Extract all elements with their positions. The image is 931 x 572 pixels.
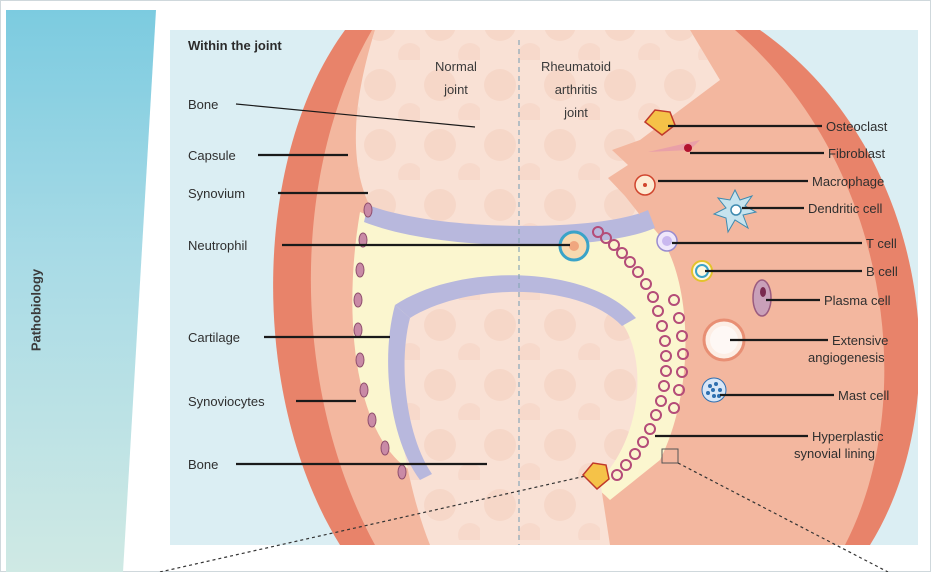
label-synoviocytes: Synoviocytes (188, 394, 265, 409)
label-hyper-line1: Hyperplastic (812, 429, 884, 444)
label-capsule: Capsule (188, 148, 236, 163)
header-ra-line1: Rheumatoid (541, 59, 611, 74)
label-hyper-line2: synovial lining (794, 446, 875, 461)
label-dendritic: Dendritic cell (808, 201, 883, 216)
label-tcell: T cell (866, 236, 897, 251)
header-normal-line2: joint (443, 82, 468, 97)
label-osteoclast: Osteoclast (826, 119, 888, 134)
label-bone-top: Bone (188, 97, 218, 112)
label-fibroblast: Fibroblast (828, 146, 885, 161)
label-mast: Mast cell (838, 388, 889, 403)
label-plasma: Plasma cell (824, 293, 891, 308)
label-bcell: B cell (866, 264, 898, 279)
macrophage-cell (635, 175, 655, 195)
t-cell (657, 231, 677, 251)
label-macrophage: Macrophage (812, 174, 884, 189)
plasma-cell (753, 280, 771, 316)
label-bone-bottom: Bone (188, 457, 218, 472)
header-ra-line3: joint (563, 105, 588, 120)
label-angio-line1: Extensive (832, 333, 888, 348)
label-synovium: Synovium (188, 186, 245, 201)
label-angio-line2: angiogenesis (808, 350, 885, 365)
header-normal-line1: Normal (435, 59, 477, 74)
label-cartilage: Cartilage (188, 330, 240, 345)
mast-cell (702, 378, 726, 402)
label-neutrophil: Neutrophil (188, 238, 247, 253)
header-ra-line2: arthritis (555, 82, 598, 97)
